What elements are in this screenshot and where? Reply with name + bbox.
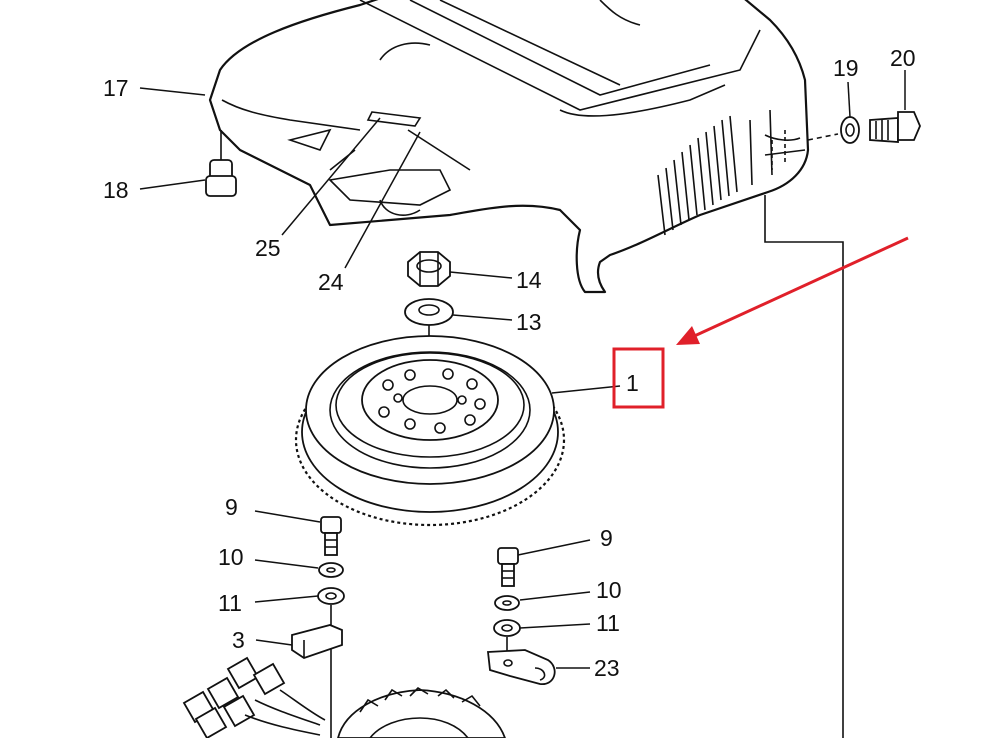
callout-11-right: 11 [596,610,620,636]
part-18-grommet [205,130,237,197]
flywheel-cover [208,0,810,294]
callout-3: 3 [232,627,245,653]
highlight-annotation [612,236,909,409]
callout-25: 25 [255,235,281,261]
callout-10-left: 10 [218,544,244,570]
part-9-bolt-right [497,547,519,587]
part-9-bolt-left [320,516,342,556]
highlight-box [612,347,665,409]
part-3-clamp [291,624,343,659]
reference-line [764,195,844,738]
part-1-flywheel [294,335,566,527]
leader-lines [139,70,906,669]
callout-23: 23 [594,655,620,681]
callout-17: 17 [103,75,129,101]
highlight-arrow-shaft [689,236,909,340]
wire-harness [182,656,326,738]
callout-9-right: 9 [600,525,613,551]
part-19-washer [840,116,860,144]
callout-11-left: 11 [218,590,242,616]
callout-18: 18 [103,177,129,203]
stator [337,686,506,738]
part-13-washer [404,298,454,326]
part-11-washer-left [317,587,345,605]
callout-9-left: 9 [225,494,238,520]
callout-13: 13 [516,309,542,335]
callout-1: 1 [626,370,639,396]
callout-19: 19 [833,55,859,81]
part-20-bolt [869,111,921,143]
callout-20: 20 [890,45,916,71]
callout-14: 14 [516,267,542,293]
callout-labels: 17 18 19 20 25 24 14 13 1 9 9 10 10 11 1… [103,45,916,681]
part-10-washer-right [494,595,520,611]
part-11-washer-right [493,619,521,637]
arrow-head-icon [676,326,700,345]
part-10-washer-left [318,562,344,578]
callout-10-right: 10 [596,577,622,603]
part-14-nut [407,251,451,287]
part-23-clamp [487,649,556,685]
callout-24: 24 [318,269,344,295]
